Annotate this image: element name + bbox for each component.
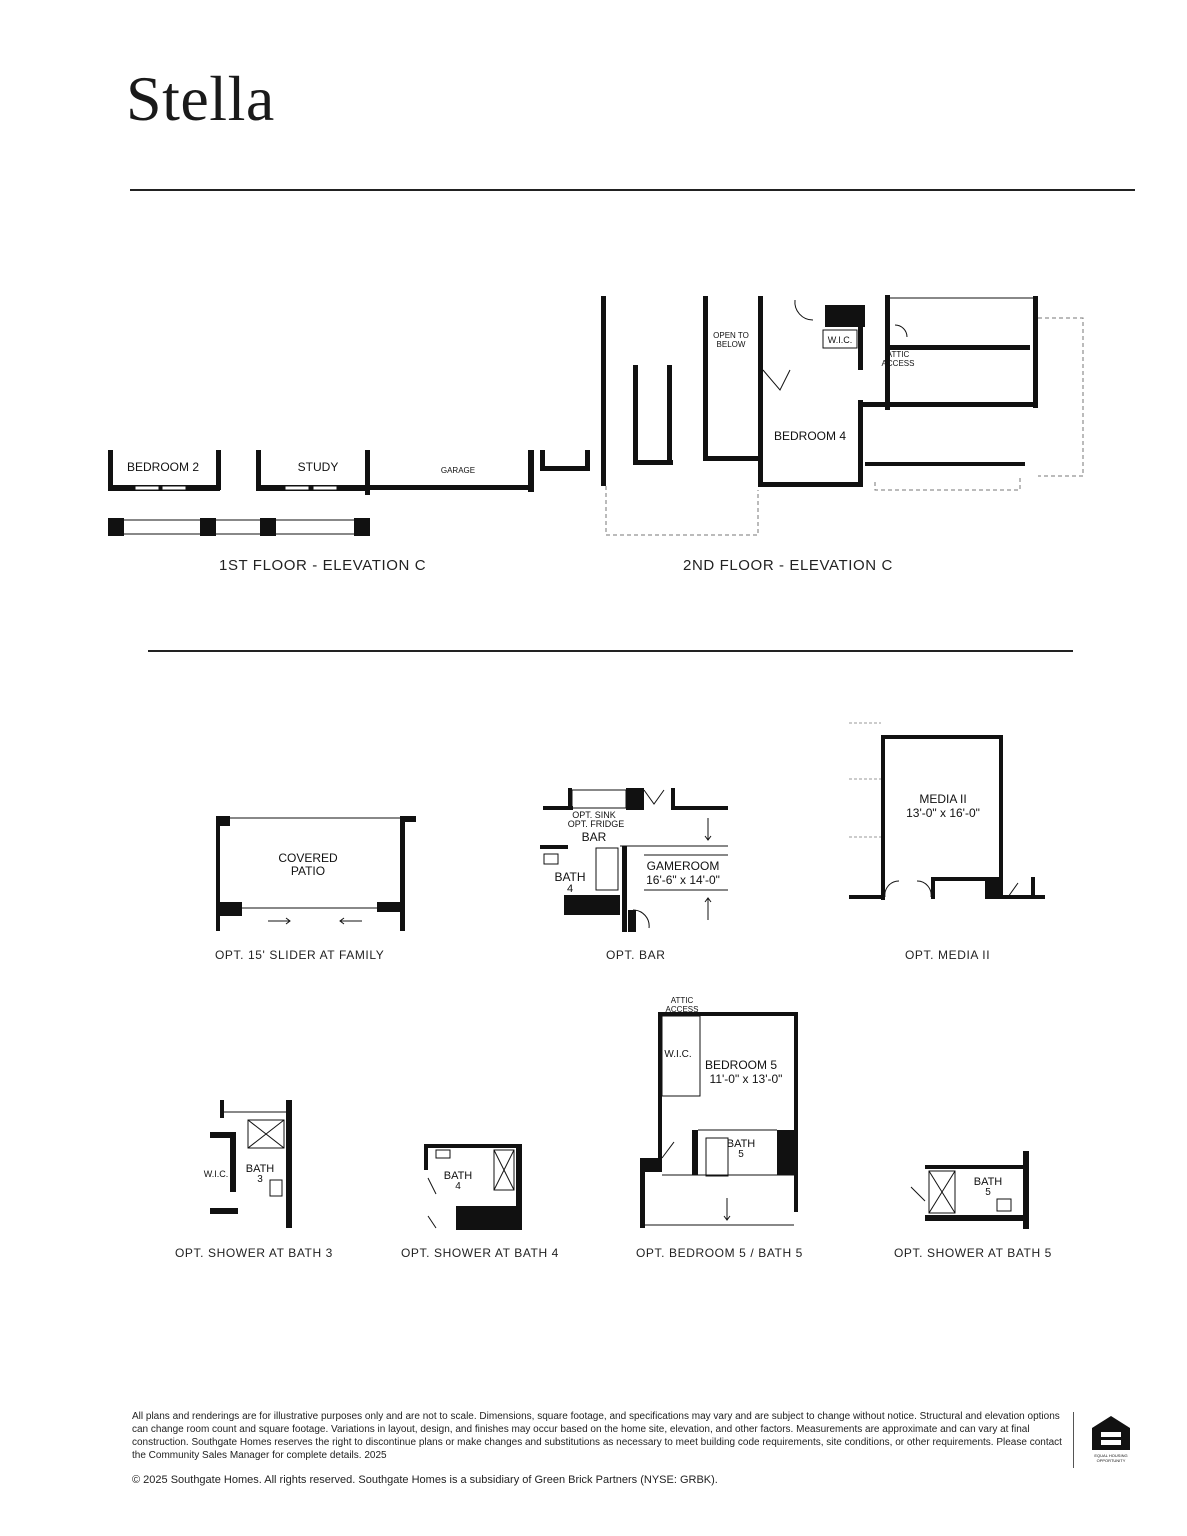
first-floor-plan: BEDROOM 2 STUDY GARAGE xyxy=(108,450,590,536)
disclaimer-text: All plans and renderings are for illustr… xyxy=(132,1411,1062,1461)
logo-text-2: OPPORTUNITY xyxy=(1097,1458,1126,1463)
label-gameroom-dim: 16'-6" x 14'-0" xyxy=(646,873,720,887)
opt-slider-caption: OPT. 15' SLIDER AT FAMILY xyxy=(215,948,385,962)
footer-separator xyxy=(1073,1412,1074,1468)
page-title: Stella xyxy=(126,63,275,134)
label-bath-num: 4 xyxy=(567,883,573,895)
logo-text-1: EQUAL HOUSING xyxy=(1094,1453,1127,1458)
opt-bar-caption: OPT. BAR xyxy=(606,948,666,962)
label-bath: BATH xyxy=(444,1170,473,1182)
label-open-to-below-2: BELOW xyxy=(717,340,746,349)
label-opt-fridge: OPT. FRIDGE xyxy=(568,819,625,829)
room-label-bedroom2: BEDROOM 2 xyxy=(127,460,199,474)
opt-bed5-caption: OPT. BEDROOM 5 / BATH 5 xyxy=(636,1246,803,1260)
label-gameroom: GAMEROOM xyxy=(647,859,720,873)
label-bath: BATH xyxy=(246,1163,275,1175)
copyright-text: © 2025 Southgate Homes. All rights reser… xyxy=(132,1474,718,1486)
opt-shower4-plan: BATH 4 xyxy=(424,1144,522,1230)
label-bedroom5-dim: 11'-0" x 13'-0" xyxy=(710,1072,783,1086)
label-wic: W.I.C. xyxy=(204,1169,229,1179)
opt-bar-plan: OPT. SINK OPT. FRIDGE BAR GAMEROOM 16'-6… xyxy=(540,788,728,932)
first-floor-caption: 1ST FLOOR - ELEVATION C xyxy=(219,557,427,574)
label-wic: W.I.C. xyxy=(828,335,853,345)
label-wic: W.I.C. xyxy=(664,1049,691,1060)
label-opt-sink: OPT. SINK xyxy=(572,810,616,820)
room-label-study: STUDY xyxy=(298,460,339,474)
label-bath-num: 4 xyxy=(455,1181,461,1192)
room-label-garage: GARAGE xyxy=(441,466,475,475)
label-bar: BAR xyxy=(582,830,607,844)
second-floor-caption: 2ND FLOOR - ELEVATION C xyxy=(683,557,893,574)
label-patio: PATIO xyxy=(291,864,325,878)
label-attic-2: ACCESS xyxy=(666,1005,699,1014)
label-covered: COVERED xyxy=(278,851,338,865)
label-bath-num: 5 xyxy=(985,1187,991,1198)
label-media: MEDIA II xyxy=(919,792,966,806)
equal-housing-icon: EQUAL HOUSING OPPORTUNITY xyxy=(1092,1416,1130,1463)
opt-shower5-plan: BATH 5 xyxy=(910,1151,1029,1229)
opt-shower5-caption: OPT. SHOWER AT BATH 5 xyxy=(894,1246,1052,1260)
opt-bed5-plan: ATTIC ACCESS W.I.C. BEDROOM 5 11'-0" x 1… xyxy=(640,996,798,1228)
middle-divider xyxy=(148,650,1073,652)
top-divider xyxy=(130,189,1135,191)
label-bath-num: 5 xyxy=(738,1149,744,1160)
label-open-to-below-1: OPEN TO xyxy=(713,331,749,340)
opt-media-plan: MEDIA II 13'-0" x 16'-0" xyxy=(849,722,1045,900)
label-attic-2: ACCESS xyxy=(882,359,915,368)
label-bath: BATH xyxy=(727,1138,756,1150)
label-attic-1: ATTIC xyxy=(671,996,694,1005)
opt-shower4-caption: OPT. SHOWER AT BATH 4 xyxy=(401,1246,559,1260)
label-media-dim: 13'-0" x 16'-0" xyxy=(906,806,980,820)
room-label-bedroom4: BEDROOM 4 xyxy=(774,429,846,443)
label-bath-num: 3 xyxy=(257,1174,263,1185)
label-attic-1: ATTIC xyxy=(887,350,910,359)
opt-slider-plan: COVERED PATIO xyxy=(216,816,416,931)
label-bedroom5: BEDROOM 5 xyxy=(705,1058,777,1072)
opt-shower3-plan: W.I.C. BATH 3 xyxy=(204,1100,292,1228)
label-bath: BATH xyxy=(974,1176,1003,1188)
opt-shower3-caption: OPT. SHOWER AT BATH 3 xyxy=(175,1246,333,1260)
label-bath: BATH xyxy=(554,870,585,884)
second-floor-plan: OPEN TO BELOW W.I.C. ATTIC ACCESS BEDROO… xyxy=(601,295,1084,536)
opt-media-caption: OPT. MEDIA II xyxy=(905,948,991,962)
